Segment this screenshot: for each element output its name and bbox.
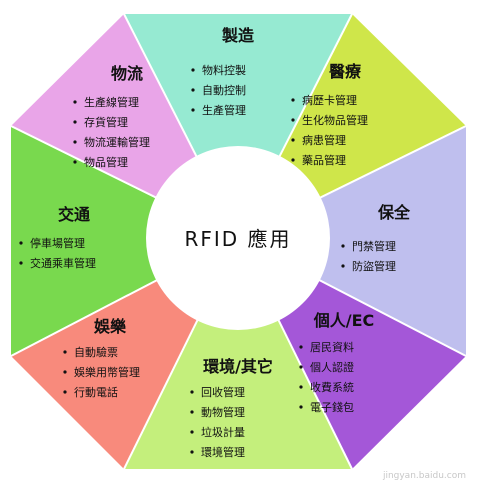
sector-entertainment-title: 娛樂 <box>93 317 127 336</box>
bullet-dot <box>19 241 23 245</box>
sector-entertainment-item: 自動驗票 <box>74 345 118 359</box>
sector-transportation-item: 停車場管理 <box>30 236 85 250</box>
bullet-dot <box>299 405 303 409</box>
bullet-dot <box>19 261 23 265</box>
sector-manufacturing-item: 自動控制 <box>202 83 246 97</box>
sector-security-wedge <box>238 126 466 356</box>
bullet-dot <box>291 118 295 122</box>
sector-transportation-wedge <box>11 126 238 356</box>
sector-environment-item: 垃圾計量 <box>201 425 245 439</box>
sector-transportation-title: 交通 <box>58 205 90 224</box>
sector-logistics-title: 物流 <box>111 64 143 83</box>
sector-security-title: 保全 <box>377 203 411 222</box>
sector-security-item: 防盜管理 <box>352 259 396 273</box>
sector-entertainment-item: 娛樂用幣管理 <box>74 365 140 379</box>
bullet-dot <box>299 345 303 349</box>
bullet-dot <box>63 370 67 374</box>
bullet-dot <box>73 100 77 104</box>
center-label: RFID 應用 <box>184 227 291 251</box>
bullet-dot <box>291 138 295 142</box>
bullet-dot <box>191 108 195 112</box>
bullet-dot <box>341 264 345 268</box>
sector-personal-ec-item: 電子錢包 <box>310 400 354 414</box>
sector-environment-item: 動物管理 <box>201 405 245 419</box>
sector-medical-item: 病歷卡管理 <box>302 93 357 107</box>
bullet-dot <box>299 365 303 369</box>
watermark: jingyan.baidu.com <box>382 471 466 481</box>
bullet-dot <box>191 68 195 72</box>
sector-medical-item: 生化物品管理 <box>302 113 368 127</box>
sector-labels: 製造物料控製自動控制生產管理醫療病歷卡管理生化物品管理病患管理藥品管理保全門禁管… <box>19 26 411 459</box>
sector-logistics-item: 物品管理 <box>84 155 128 169</box>
sector-manufacturing-wedge <box>124 14 352 238</box>
sector-environment-title: 環境/其它 <box>203 357 273 376</box>
watermark-text: jingyan.baidu.com <box>382 471 466 481</box>
sector-manufacturing-title: 製造 <box>221 26 255 45</box>
bullet-dot <box>190 430 194 434</box>
bullet-dot <box>73 120 77 124</box>
sector-environment-item: 回收管理 <box>201 385 245 399</box>
bullet-dot <box>191 88 195 92</box>
bullet-dot <box>73 160 77 164</box>
bullet-dot <box>341 244 345 248</box>
sector-logistics-item: 存貨管理 <box>84 115 128 129</box>
bullet-dot <box>63 390 67 394</box>
sector-logistics-item: 生產線管理 <box>84 95 139 109</box>
sector-transportation-item: 交通乘車管理 <box>30 256 96 270</box>
sector-security-item: 門禁管理 <box>352 239 396 253</box>
sector-personal-ec-item: 個人認證 <box>310 360 354 374</box>
bullet-dot <box>190 390 194 394</box>
sector-medical-item: 藥品管理 <box>302 153 346 167</box>
sector-environment-wedge <box>124 238 352 469</box>
center-circle <box>146 146 330 330</box>
sector-environment-item: 環境管理 <box>201 445 245 459</box>
sector-medical-title: 醫療 <box>329 62 362 81</box>
sector-logistics-item: 物流運輸管理 <box>84 135 150 149</box>
bullet-dot <box>63 350 67 354</box>
bullet-dot <box>299 385 303 389</box>
bullet-dot <box>291 158 295 162</box>
sector-manufacturing-item: 生產管理 <box>202 103 246 117</box>
bullet-dot <box>73 140 77 144</box>
bullet-dot <box>190 450 194 454</box>
sector-manufacturing-item: 物料控製 <box>202 63 246 77</box>
sector-medical-item: 病患管理 <box>302 133 346 147</box>
sector-personal-ec-item: 收費系統 <box>310 380 354 394</box>
bullet-dot <box>190 410 194 414</box>
sector-personal-ec-item: 居民資料 <box>310 340 354 354</box>
sector-entertainment-item: 行動電話 <box>74 385 118 399</box>
bullet-dot <box>291 98 295 102</box>
sector-personal-ec-title: 個人/EC <box>313 311 375 330</box>
